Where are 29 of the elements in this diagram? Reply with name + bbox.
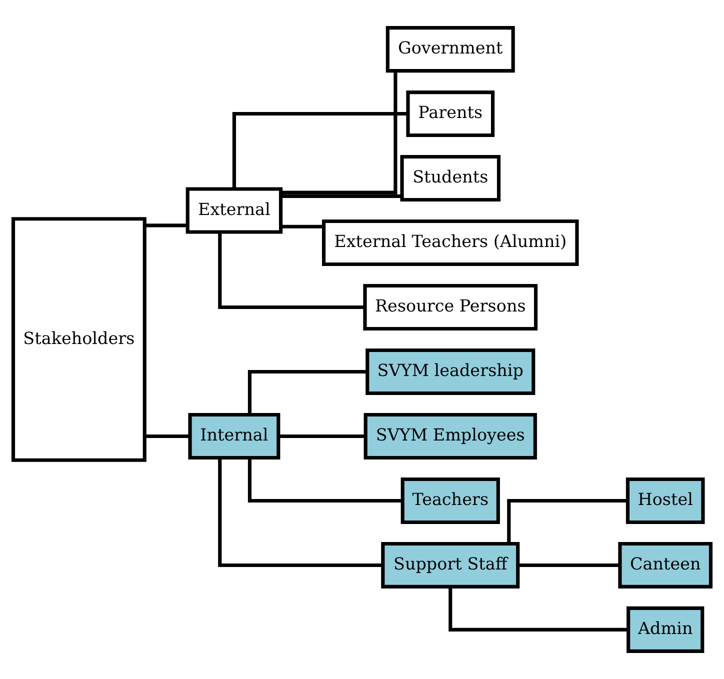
node-box: SVYM Employees bbox=[364, 412, 537, 460]
node-box: Admin bbox=[626, 606, 704, 654]
node-box: Students bbox=[400, 154, 501, 202]
connector bbox=[281, 194, 402, 198]
connector bbox=[507, 498, 628, 544]
node-box: Government bbox=[386, 26, 515, 73]
node-box: Stakeholders bbox=[11, 217, 146, 462]
node-box: Parents bbox=[406, 90, 495, 138]
connector bbox=[144, 434, 190, 438]
connector bbox=[232, 112, 408, 189]
connector bbox=[218, 458, 383, 568]
connector bbox=[518, 563, 620, 568]
node-box: Resource Persons bbox=[363, 284, 538, 331]
connector bbox=[281, 224, 324, 228]
node-box: Internal bbox=[188, 412, 280, 460]
node-box: Hostel bbox=[626, 477, 705, 524]
connector bbox=[448, 587, 628, 632]
connector bbox=[248, 370, 368, 414]
node-box: Teachers bbox=[400, 477, 500, 524]
connector bbox=[278, 434, 366, 438]
connector bbox=[248, 458, 402, 503]
node-box: SVYM leadership bbox=[366, 348, 536, 396]
node-box: External Teachers (Alumni) bbox=[322, 219, 579, 266]
node-box: Support Staff bbox=[381, 542, 520, 589]
node-box: Canteen bbox=[618, 542, 713, 589]
connector bbox=[280, 71, 398, 194]
connector bbox=[144, 224, 188, 228]
connector bbox=[218, 232, 365, 310]
node-box: External bbox=[186, 187, 283, 234]
